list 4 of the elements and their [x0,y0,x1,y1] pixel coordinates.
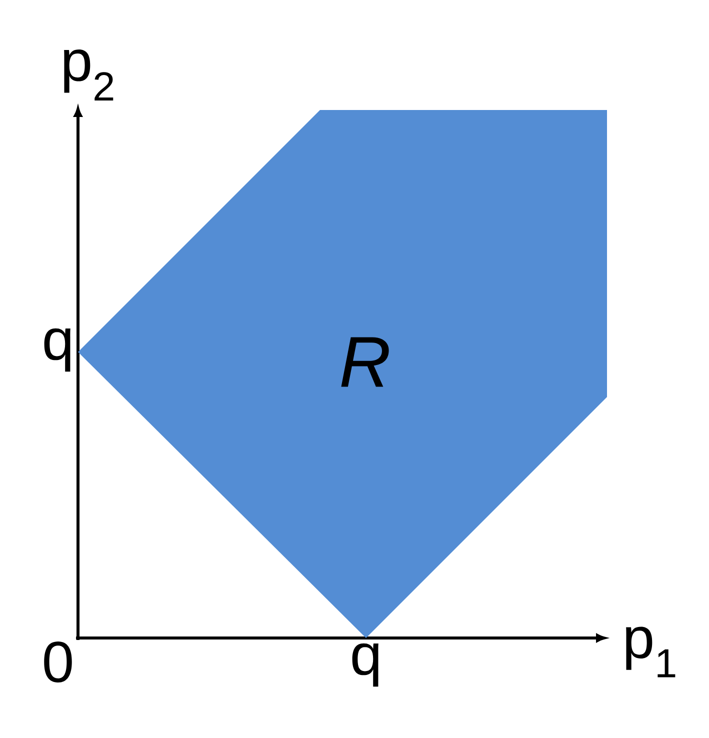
axis-label: 0 [44,641,72,683]
region: R [78,110,607,638]
axis-label: p$_{2}$ [64,50,114,100]
axis-label: p$_{1}$ [626,626,676,678]
